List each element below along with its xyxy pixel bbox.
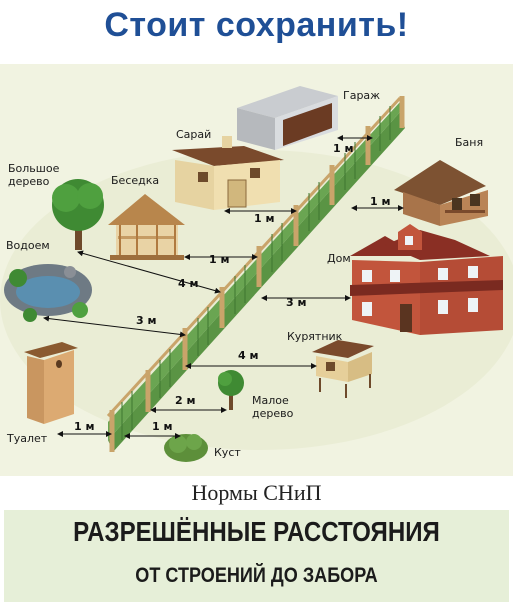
- shed-label: Сарай: [176, 128, 211, 141]
- toilet-label: Туалет: [6, 432, 48, 445]
- chicken-coop-label: Курятник: [287, 330, 343, 343]
- caption-line-1: РАЗРЕШЁННЫЕ РАССТОЯНИЯ: [73, 516, 440, 547]
- bath: [394, 160, 488, 226]
- bush-label: Куст: [214, 446, 241, 459]
- house-label: Дом: [327, 252, 351, 265]
- pond-distance: 3 м: [136, 314, 156, 327]
- small-tree-distance: 2 м: [175, 394, 195, 407]
- toilet-distance: 1 м: [74, 420, 94, 433]
- caption-line-2: ОТ СТРОЕНИЙ ДО ЗАБОРА: [135, 564, 378, 587]
- house-distance: 3 м: [286, 296, 306, 309]
- footer: Нормы СНиП РАЗРЕШЁННЫЕ РАССТОЯНИЯ ОТ СТР…: [0, 476, 513, 604]
- garage: [237, 86, 338, 150]
- page-title: Стоит сохранить!: [104, 6, 409, 44]
- small-tree: [218, 370, 244, 410]
- chicken-coop-distance: 4 м: [238, 349, 258, 362]
- gazebo-label: Беседка: [111, 174, 159, 187]
- diagram-canvas: Гараж 1 м Сарай 1 м Баня 1 м: [0, 86, 513, 462]
- bath-label: Баня: [455, 136, 483, 149]
- bush-distance: 1 м: [152, 420, 172, 433]
- toilet: [24, 342, 78, 424]
- bath-distance: 1 м: [370, 195, 390, 208]
- chicken-coop: [312, 340, 374, 398]
- garage-label: Гараж: [343, 89, 380, 102]
- header: Стоит сохранить!: [0, 0, 513, 64]
- fence: [106, 96, 405, 452]
- gazebo-distance: 1 м: [209, 253, 229, 266]
- shed-distance: 1 м: [254, 212, 274, 225]
- pond: [4, 264, 92, 322]
- gazebo: [108, 194, 185, 260]
- big-tree-distance: 4 м: [178, 277, 198, 290]
- diagram: Гараж 1 м Сарай 1 м Баня 1 м: [0, 64, 513, 476]
- big-tree: [52, 179, 104, 250]
- bush: [164, 434, 208, 462]
- pond-label: Водоем: [6, 239, 50, 252]
- house: [350, 224, 503, 335]
- garage-distance: 1 м: [333, 142, 353, 155]
- norms-caption: Нормы СНиП: [191, 480, 322, 505]
- shed: [172, 136, 284, 210]
- caption-band: РАЗРЕШЁННЫЕ РАССТОЯНИЯ ОТ СТРОЕНИЙ ДО ЗА…: [4, 510, 509, 602]
